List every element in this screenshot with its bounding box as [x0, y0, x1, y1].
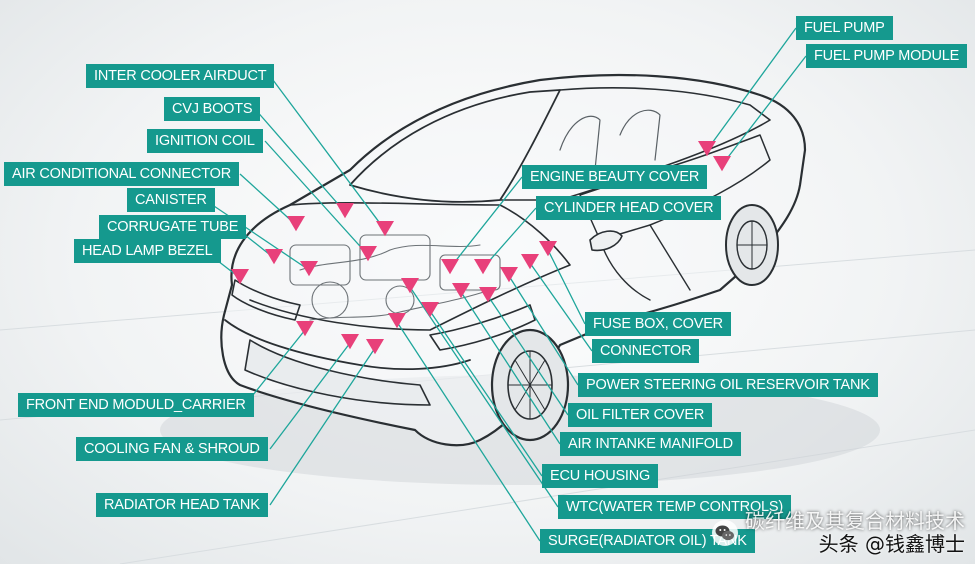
front-wheel	[490, 328, 570, 442]
car-windshield	[349, 89, 561, 203]
car-mirror	[589, 230, 623, 252]
label-head-lamp-bezel: HEAD LAMP BEZEL	[74, 239, 221, 263]
watermark: 碳纤维及其复合材料技术 头条 @钱鑫博士	[711, 510, 965, 556]
marker-cylinder-head-cover	[474, 259, 492, 275]
marker-cooling-fan-shroud	[341, 334, 359, 350]
marker-canister	[300, 261, 318, 277]
wechat-icon	[712, 520, 738, 546]
marker-power-steering-oil-reservoir-tank	[500, 267, 518, 283]
label-fuel-pump-module: FUEL PUMP MODULE	[806, 44, 968, 68]
leader-line-air-conditional-connector	[239, 173, 297, 226]
label-fuel-pump: FUEL PUMP	[796, 16, 893, 40]
leader-line-cooling-fan-shroud	[269, 342, 351, 450]
marker-front-end-moduld-carrier	[296, 321, 314, 337]
leader-line-engine-beauty-cover	[449, 176, 523, 269]
leader-line-power-steering-oil-reservoir-tank	[508, 275, 579, 386]
rear-wheel	[725, 204, 779, 286]
label-engine-beauty-cover: ENGINE BEAUTY COVER	[522, 165, 708, 189]
label-cvj-boots: CVJ BOOTS	[164, 97, 261, 121]
marker-air-intanke-manifold	[452, 283, 470, 299]
marker-ignition-coil	[359, 246, 377, 262]
marker-inter-cooler-airduct	[376, 221, 394, 237]
marker-fuel-pump-module	[713, 156, 731, 172]
leader-line-ignition-coil	[264, 140, 369, 256]
leader-line-ecu-housing	[429, 310, 543, 477]
leader-line-surge-radiator-oil-tank	[396, 321, 541, 542]
car-hood	[249, 201, 571, 331]
label-radiator-head-tank: RADIATOR HEAD TANK	[96, 493, 268, 517]
leader-line-oil-filter-cover	[487, 295, 569, 416]
car-seats	[559, 109, 661, 171]
label-fuse-box-cover: FUSE BOX, COVER	[585, 312, 731, 336]
marker-cvj-boots	[336, 203, 354, 219]
label-connector: CONNECTOR	[592, 339, 700, 363]
marker-connector	[521, 254, 539, 270]
leader-line-fuel-pump-module	[721, 55, 807, 166]
marker-engine-beauty-cover	[441, 259, 459, 275]
label-canister: CANISTER	[127, 188, 215, 212]
leader-line-fuse-box-cover	[547, 249, 586, 325]
watermark-line-1: 碳纤维及其复合材料技术	[745, 509, 965, 533]
leader-line-air-intanke-manifold	[460, 291, 561, 445]
leader-line-fuel-pump	[706, 27, 797, 151]
leader-line-cvj-boots	[254, 108, 346, 213]
part-markers	[231, 141, 731, 355]
label-cylinder-head-cover: CYLINDER HEAD COVER	[536, 196, 722, 220]
leader-line-wtc	[409, 286, 559, 508]
car-front-bumper	[224, 319, 471, 371]
marker-radiator-head-tank	[366, 339, 384, 355]
label-corrugate-tube: CORRUGATE TUBE	[99, 215, 247, 239]
marker-ecu-housing	[421, 302, 439, 318]
car-headlamp-left	[231, 279, 301, 321]
marker-head-lamp-bezel	[231, 269, 249, 285]
leader-line-connector	[529, 262, 593, 352]
label-air-intanke-manifold: AIR INTANKE MANIFOLD	[560, 432, 741, 456]
marker-air-conditional-connector	[287, 216, 305, 232]
label-ecu-housing: ECU HOUSING	[542, 464, 659, 488]
label-wtc: WTC(WATER TEMP CONTROLS)	[558, 495, 791, 519]
label-ignition-coil: IGNITION COIL	[147, 129, 263, 153]
leader-line-cylinder-head-cover	[482, 207, 537, 269]
leader-line-front-end-moduld-carrier	[244, 329, 306, 406]
leader-line-canister	[204, 199, 310, 271]
label-cooling-fan-shroud: COOLING FAN & SHROUD	[76, 437, 268, 461]
label-oil-filter-cover: OIL FILTER COVER	[568, 403, 713, 427]
label-air-conditional-connector: AIR CONDITIONAL CONNECTOR	[4, 162, 239, 186]
leader-line-radiator-head-tank	[269, 347, 376, 506]
watermark-line-2: 头条 @钱鑫博士	[818, 532, 965, 556]
engine-bay	[289, 234, 501, 321]
car-headlamp-right	[429, 304, 536, 351]
label-power-steering-oil-reservoir-tank: POWER STEERING OIL RESERVOIR TANK	[578, 373, 878, 397]
marker-corrugate-tube	[265, 249, 283, 265]
marker-fuse-box-cover	[539, 241, 557, 257]
car-grille	[244, 339, 431, 406]
label-front-end-moduld-carrier: FRONT END MODULD_CARRIER	[18, 393, 254, 417]
marker-oil-filter-cover	[479, 287, 497, 303]
marker-surge-radiator-oil-tank	[388, 313, 406, 329]
label-inter-cooler-airduct: INTER COOLER AIRDUCT	[86, 64, 275, 88]
marker-fuel-pump	[698, 141, 716, 157]
leader-line-inter-cooler-airduct	[269, 75, 386, 231]
marker-wtc	[401, 278, 419, 294]
